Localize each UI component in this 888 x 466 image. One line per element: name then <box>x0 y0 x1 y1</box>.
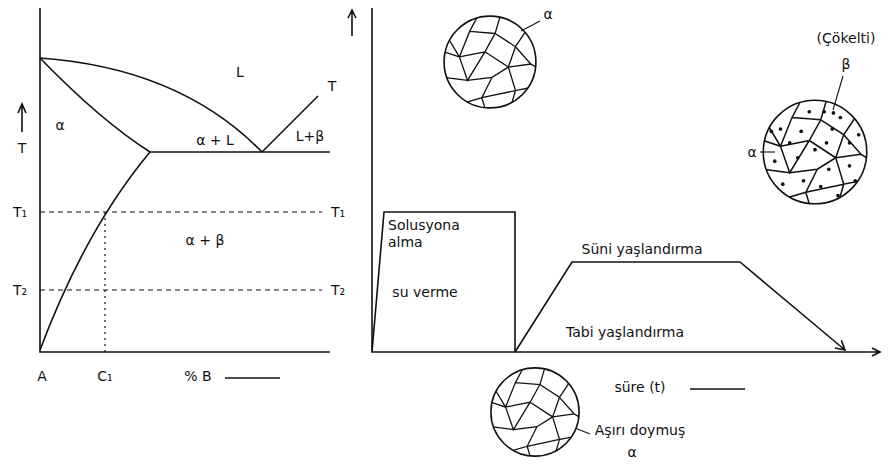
temperature-line <box>40 289 322 290</box>
liquidus-line <box>262 96 318 152</box>
phase-label: L <box>235 64 245 81</box>
precipitate-dots <box>781 182 785 186</box>
precipitate-dots <box>779 127 783 131</box>
precipitate-label: (Çökelti) <box>816 30 877 47</box>
precipitate-dots <box>819 185 823 189</box>
phase-label: α + β <box>185 232 226 249</box>
axis-line <box>40 8 330 352</box>
microstructure-label: Aşırı doymuş <box>594 422 686 439</box>
composition-line <box>104 212 105 352</box>
phase-label: β <box>841 56 852 73</box>
micrograph-precipitate <box>763 100 867 204</box>
micrograph-alpha <box>444 16 536 108</box>
micrograph-alpha <box>444 16 536 108</box>
precipitate-dots <box>838 116 842 120</box>
micrograph-outline <box>444 16 536 108</box>
micrograph-outline <box>491 368 579 456</box>
precipitate-dots <box>832 111 836 115</box>
micrograph-precipitate <box>763 100 867 204</box>
temperature-line <box>40 211 322 212</box>
temperature-label: T₁ <box>12 204 28 221</box>
micrograph-alpha <box>444 16 536 108</box>
phase-label: α <box>54 117 65 134</box>
axis-arrow <box>348 10 356 36</box>
precipitate-dots <box>848 141 852 145</box>
phase-label: α + L <box>195 132 235 149</box>
phase-diagram <box>18 8 330 378</box>
axis-label: % B <box>183 368 212 385</box>
precipitate-dots <box>799 129 803 133</box>
precipitate-dots <box>822 110 826 114</box>
precipitate-dots <box>857 133 861 137</box>
process-label: Süni yaşlandırma <box>581 241 704 258</box>
precipitate-dots <box>848 164 852 168</box>
precipitate-dots <box>825 141 829 145</box>
process-label: Solusyona alma <box>387 217 477 251</box>
micrograph-outline <box>763 100 867 204</box>
process-label: su verme <box>391 284 458 301</box>
solvus-line <box>40 152 150 350</box>
axis-label: T <box>17 140 28 157</box>
precipitate-dots <box>827 167 831 171</box>
leader-line <box>575 428 590 434</box>
axis-arrow <box>18 104 26 132</box>
phase-label: α <box>746 144 757 161</box>
axis-label: süre (t) <box>613 379 666 396</box>
temperature-label: T₂ <box>12 282 28 299</box>
micrograph-supersaturated <box>491 368 579 456</box>
micrograph-precipitate <box>763 100 867 204</box>
process-label: Tabi yaşlandırma <box>565 324 685 341</box>
precipitate-dots <box>796 156 800 160</box>
composition-label: C₁ <box>96 368 113 385</box>
precipitate-dots <box>788 141 792 145</box>
precipitate-dots <box>769 129 773 133</box>
leader-line <box>521 21 540 31</box>
precipitate-dots <box>807 110 811 114</box>
precipitate-dots <box>802 179 806 183</box>
precipitate-dots <box>830 127 834 131</box>
leader-line <box>760 151 775 152</box>
artificial-aging-path <box>515 262 845 352</box>
axis-underline <box>690 388 745 389</box>
phase-label: α <box>626 444 637 461</box>
heat-treatment-chart <box>348 8 880 434</box>
precipitate-dots <box>769 110 860 198</box>
eutectic-line <box>150 151 330 153</box>
temperature-label: T₂ <box>330 282 346 299</box>
liquidus-line <box>40 58 262 152</box>
axis-label: A <box>36 368 48 385</box>
axis-label: T <box>327 78 338 95</box>
micrograph-supersaturated <box>491 368 579 456</box>
temperature-label: T₁ <box>330 204 346 221</box>
precipitate-dots <box>773 159 777 163</box>
axis-line <box>372 8 880 356</box>
axis-underline <box>225 377 280 378</box>
solidus-line <box>40 58 150 152</box>
micrograph-supersaturated <box>491 368 579 456</box>
phase-label: L+β <box>295 128 325 145</box>
precipitate-dots <box>813 148 817 152</box>
solution-quench-path <box>372 212 515 352</box>
phase-label: α <box>542 6 553 23</box>
